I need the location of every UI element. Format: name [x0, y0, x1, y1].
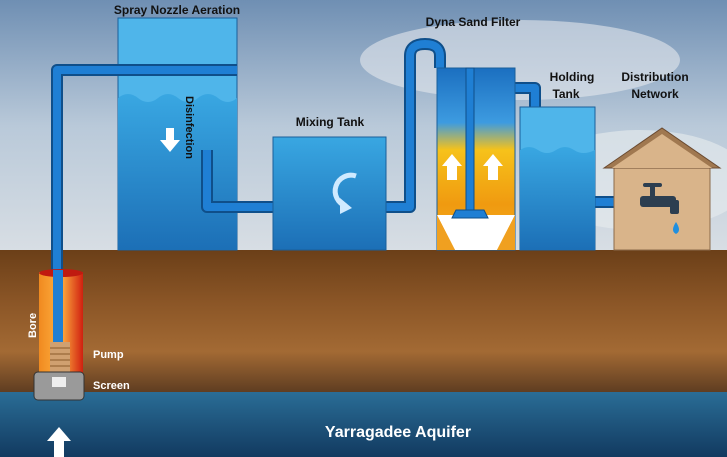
- rotate-arrowhead: [340, 198, 352, 214]
- up-arrow-icon: [47, 427, 71, 457]
- aquifer-label: Yarragadee Aquifer: [325, 424, 471, 441]
- aquifer-water: [0, 392, 727, 457]
- down-arrow-icon: [160, 128, 180, 152]
- sand-filter: [436, 67, 516, 251]
- spray-label: Spray Nozzle Aeration: [114, 3, 240, 17]
- holding-tank: [519, 106, 596, 251]
- distribution-label-2: Network: [631, 87, 679, 101]
- distribution-label-1: Distribution: [621, 70, 688, 84]
- bore-label: Bore: [27, 313, 39, 338]
- bore: [33, 269, 85, 401]
- water-drop-icon: [673, 222, 679, 234]
- filter-label: Dyna Sand Filter: [426, 15, 521, 29]
- screen-label: Screen: [93, 380, 130, 392]
- house: [602, 127, 722, 251]
- soil: [0, 250, 727, 395]
- holding-label-2: Tank: [552, 87, 579, 101]
- disinfection-label: Disinfection: [183, 96, 195, 159]
- mixing-tank: [272, 136, 387, 251]
- holding-label-1: Holding: [550, 70, 595, 84]
- spray-aeration-tank: [117, 17, 238, 251]
- pump-label: Pump: [93, 349, 124, 361]
- mixing-label: Mixing Tank: [296, 115, 365, 129]
- tap-icon: [640, 183, 679, 214]
